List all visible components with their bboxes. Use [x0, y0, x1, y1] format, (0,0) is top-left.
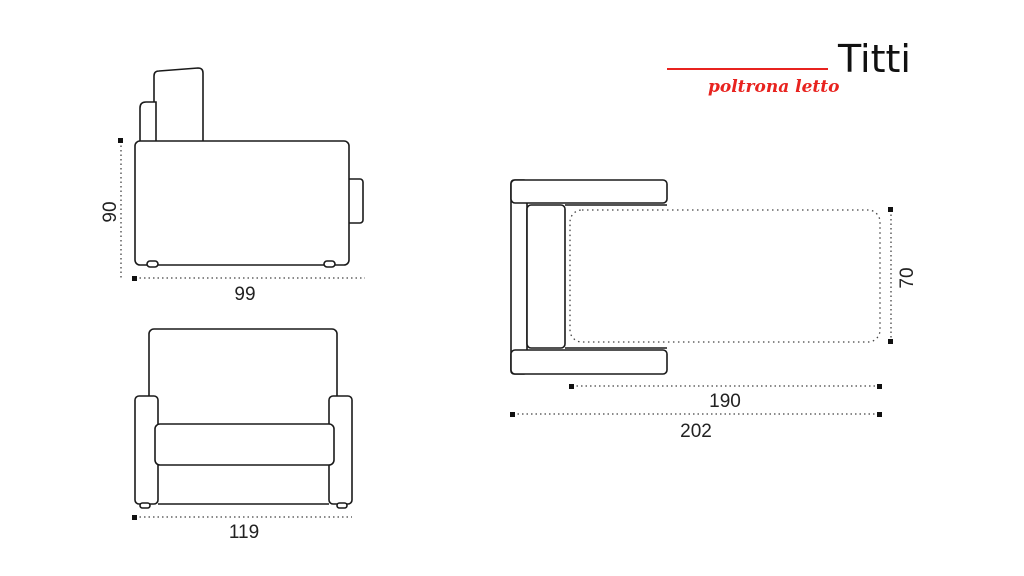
- top-view-bed: 70 190 202: [510, 179, 918, 442]
- side-height-label: 90: [100, 201, 121, 222]
- side-back-cushion: [139, 101, 157, 143]
- brand-subtitle: poltrona letto: [708, 77, 839, 97]
- front-width-dim-end-left: [132, 515, 137, 520]
- top-armrest-lower: [510, 349, 668, 375]
- brand-block: Titti poltrona letto: [667, 37, 911, 97]
- total-length-dim-end-right: [877, 412, 882, 417]
- side-backrest: [153, 67, 204, 143]
- side-height-dim-end-top: [118, 138, 123, 143]
- front-foot-right: [336, 502, 348, 509]
- front-seat-cushion: [154, 423, 335, 466]
- side-body: [134, 140, 350, 266]
- mattress-length-label: 190: [709, 391, 741, 412]
- mattress-length-dim-end-right: [877, 384, 882, 389]
- side-view: 90 99: [100, 67, 365, 305]
- side-foot-front: [146, 260, 159, 268]
- top-armrest-upper: [510, 179, 668, 204]
- top-backrest: [510, 179, 528, 375]
- total-length-label: 202: [680, 421, 712, 442]
- brand-title: Titti: [837, 37, 911, 81]
- front-width-label: 119: [229, 522, 259, 543]
- top-back-cushion: [526, 204, 566, 349]
- bed-width-dim-end-top: [888, 207, 893, 212]
- side-depth-dim-end-left: [132, 276, 137, 281]
- mattress-length-dim-end-left: [569, 384, 574, 389]
- bed-width-label: 70: [897, 267, 918, 288]
- front-view: 119: [132, 328, 353, 543]
- top-mattress-outline: [569, 209, 881, 343]
- total-length-dim-end-left: [510, 412, 515, 417]
- bed-width-dim-end-bottom: [888, 339, 893, 344]
- front-foot-left: [139, 502, 151, 509]
- side-depth-label: 99: [234, 284, 255, 305]
- side-foot-rear: [323, 260, 336, 268]
